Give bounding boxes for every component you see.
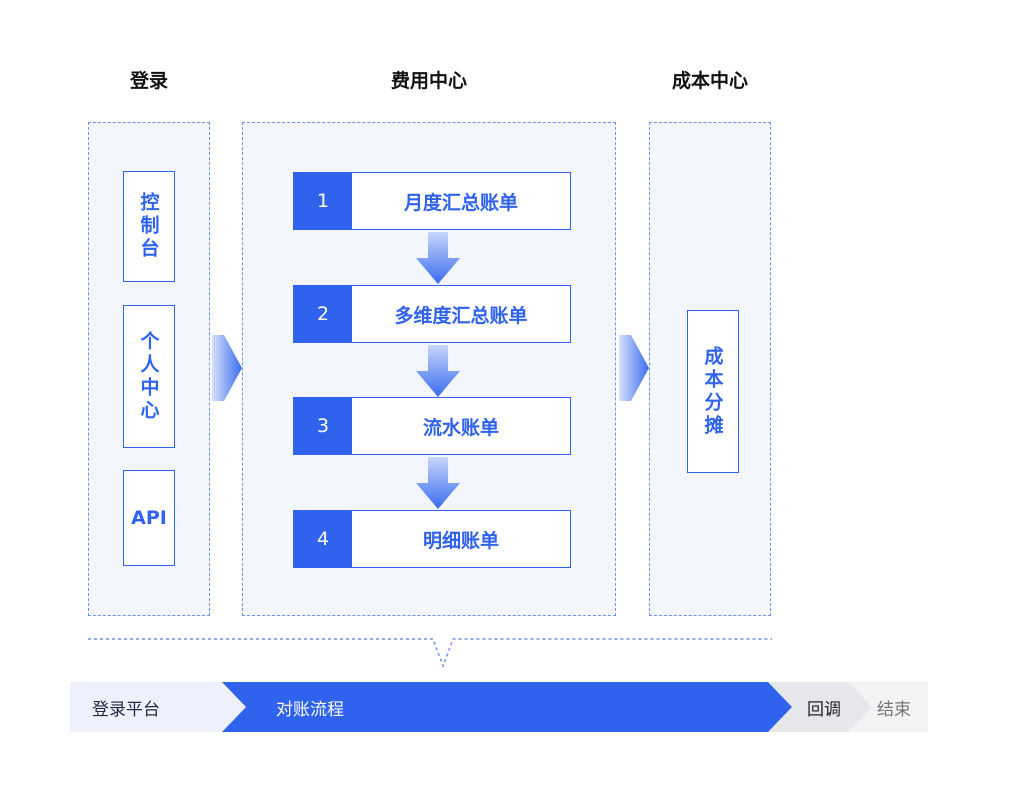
personal-center-item[interactable]: 个人中心 [123,305,175,448]
right-arrow-icon [212,335,242,401]
step-label-2: 多维度汇总账单 [394,304,528,327]
flow-stage-login-platform[interactable]: 登录平台 [92,682,160,732]
step-number-3: 3 [294,398,352,454]
step-number-4: 4 [294,511,352,567]
step-label-1: 月度汇总账单 [403,191,518,214]
api-item[interactable]: API [123,470,175,566]
billing-step-4[interactable]: 4 明细账单 [293,510,571,568]
console-item-label: 控制台 [137,192,160,261]
down-arrow-icon [416,345,460,397]
flow-stage-end[interactable]: 结束 [877,682,911,732]
flow-stage-label: 对账流程 [276,699,344,720]
flow-stage-reconciliation[interactable]: 对账流程 [276,682,344,732]
flow-stage-label: 回调 [807,699,841,720]
step-label-3: 流水账单 [422,416,499,439]
login-column-title: 登录 [129,70,168,92]
step-label-4: 明细账单 [422,529,499,552]
billing-step-2[interactable]: 2 多维度汇总账单 [293,285,571,343]
bracket-divider [88,638,772,669]
step-number-1: 1 [294,173,352,229]
process-flow-bar [70,682,928,732]
down-arrow-icon [416,232,460,284]
billing-step-1[interactable]: 1 月度汇总账单 [293,172,571,230]
flow-stage-callback[interactable]: 回调 [807,682,841,732]
cost-allocation-item-label: 成本分摊 [701,345,724,438]
flow-stage-label: 登录平台 [92,699,160,720]
billing-step-3[interactable]: 3 流水账单 [293,397,571,455]
console-item[interactable]: 控制台 [123,171,175,282]
right-arrow-icon [619,335,649,401]
cost-column-title: 成本中心 [671,70,748,92]
api-item-label: API [131,507,167,529]
cost-allocation-item[interactable]: 成本分摊 [687,310,739,473]
billing-column-title: 费用中心 [390,70,467,92]
down-arrow-icon [416,457,460,509]
flow-stage-label: 结束 [877,699,911,720]
step-number-2: 2 [294,286,352,342]
personal-center-item-label: 个人中心 [137,330,160,423]
